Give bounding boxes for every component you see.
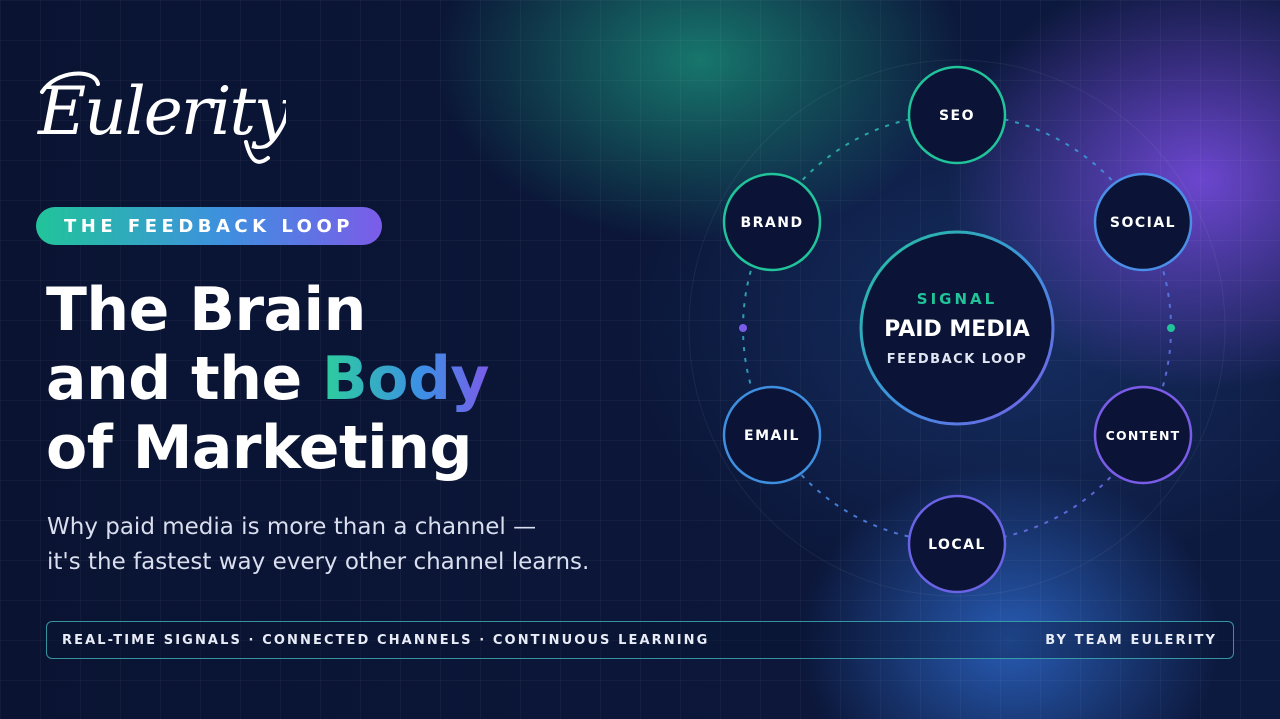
loop-dot-right [1167, 324, 1175, 332]
node-social: SOCIAL [1093, 172, 1193, 272]
headline-line-3: of Marketing [46, 413, 472, 483]
node-local-label: LOCAL [928, 537, 986, 553]
center-title: PAID MEDIA [884, 317, 1030, 342]
node-content-label: CONTENT [1106, 428, 1181, 443]
eulerity-logo: Eulerity [37, 71, 286, 164]
section-badge-label: THE FEEDBACK LOOP [64, 215, 354, 237]
node-social-label: SOCIAL [1110, 215, 1176, 231]
loop-dot-left [739, 324, 747, 332]
node-seo-label: SEO [939, 108, 975, 124]
center-node: SIGNAL PAID MEDIA FEEDBACK LOOP [859, 230, 1055, 426]
node-email-label: EMAIL [744, 428, 800, 444]
headline-line-2: and the Body [46, 345, 606, 414]
section-badge: THE FEEDBACK LOOP [36, 207, 382, 245]
page-headline: The Brain and the Body of Marketing [46, 276, 606, 483]
node-email: EMAIL [722, 385, 822, 485]
node-local: LOCAL [907, 494, 1007, 594]
footer-tagline: REAL-TIME SIGNALS · CONNECTED CHANNELS ·… [62, 632, 710, 648]
headline-highlight: Body [322, 344, 490, 414]
footer-byline: BY TEAM EULERITY [1045, 632, 1217, 648]
subheadline-line-2: it's the fastest way every other channel… [47, 549, 590, 575]
node-seo: SEO [907, 65, 1007, 165]
center-subtitle: FEEDBACK LOOP [887, 352, 1028, 367]
node-brand-label: BRAND [740, 215, 803, 231]
headline-line-2-prefix: and the [46, 344, 323, 414]
node-brand: BRAND [722, 172, 822, 272]
headline-line-1: The Brain [46, 275, 366, 345]
logo-wordmark: Eulerity [37, 73, 286, 150]
center-kicker: SIGNAL [917, 290, 997, 308]
subheadline-line-1: Why paid media is more than a channel — [47, 514, 537, 540]
footer-bar: REAL-TIME SIGNALS · CONNECTED CHANNELS ·… [46, 621, 1234, 659]
node-content: CONTENT [1093, 385, 1193, 485]
outer-ring [688, 59, 1226, 597]
subheadline: Why paid media is more than a channel — … [47, 510, 707, 580]
